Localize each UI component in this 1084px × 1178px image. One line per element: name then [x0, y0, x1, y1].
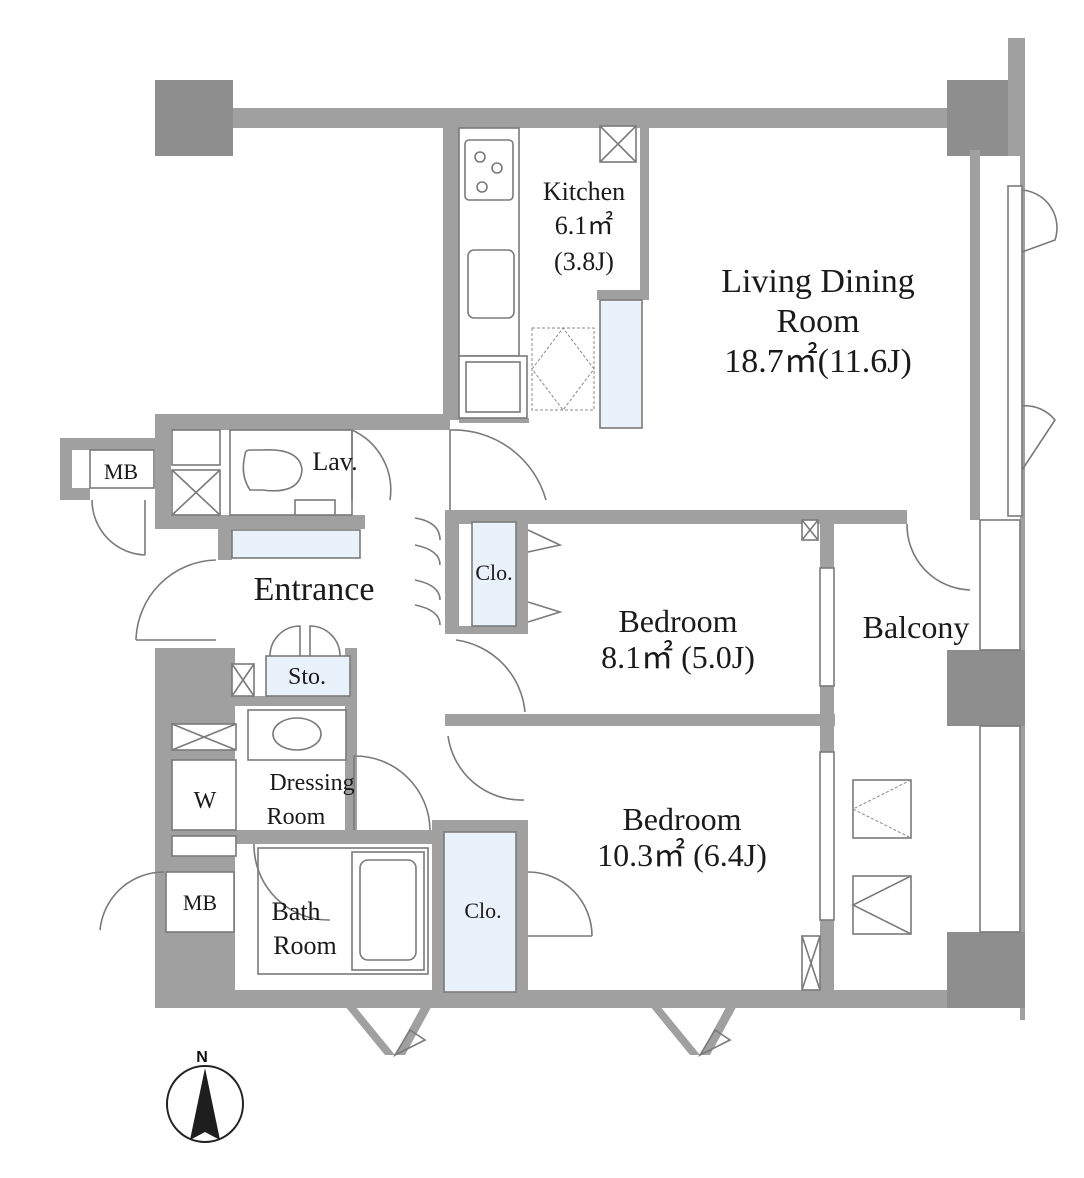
walls [60, 38, 1025, 1055]
storage-areas [231, 299, 643, 993]
sto-label: Sto. [288, 664, 326, 690]
bath-name-line1: Bath [271, 897, 320, 926]
compass: N [166, 1049, 244, 1143]
entrance-label: Entrance [254, 571, 375, 608]
clo-2-label: Clo. [464, 898, 501, 923]
fixtures [89, 125, 1023, 991]
mb-top-label: MB [104, 459, 138, 484]
kitchen-name: Kitchen [543, 177, 625, 206]
balcony-label: Balcony [863, 609, 970, 645]
room-labels: Kitchen 6.1㎡ (3.8J) Living Dining Room 1… [104, 177, 969, 960]
north-arrow-icon [190, 1068, 220, 1140]
mb-bottom-label: MB [183, 890, 217, 915]
kitchen-area: 6.1㎡ [555, 211, 614, 240]
bedroom-1-area: 8.1㎡ (5.0J) [601, 639, 755, 675]
clo-1-label: Clo. [475, 560, 512, 585]
north-label: N [196, 1049, 208, 1066]
living-area: 18.7㎡(11.6J) [724, 342, 912, 380]
living-name-line2: Room [776, 303, 859, 340]
kitchen-jo: (3.8J) [554, 247, 614, 276]
dressing-name-line1: Dressing [269, 770, 354, 796]
doors [91, 189, 1058, 1057]
bath-name-line2: Room [273, 931, 337, 960]
w-label: W [194, 788, 217, 814]
lav-label: Lav. [312, 447, 357, 476]
bedroom-2-area: 10.3㎡ (6.4J) [597, 837, 767, 873]
bedroom-1-name: Bedroom [618, 603, 737, 639]
dressing-name-line2: Room [267, 804, 326, 830]
living-name-line1: Living Dining [721, 263, 915, 300]
bedroom-2-name: Bedroom [622, 801, 741, 837]
